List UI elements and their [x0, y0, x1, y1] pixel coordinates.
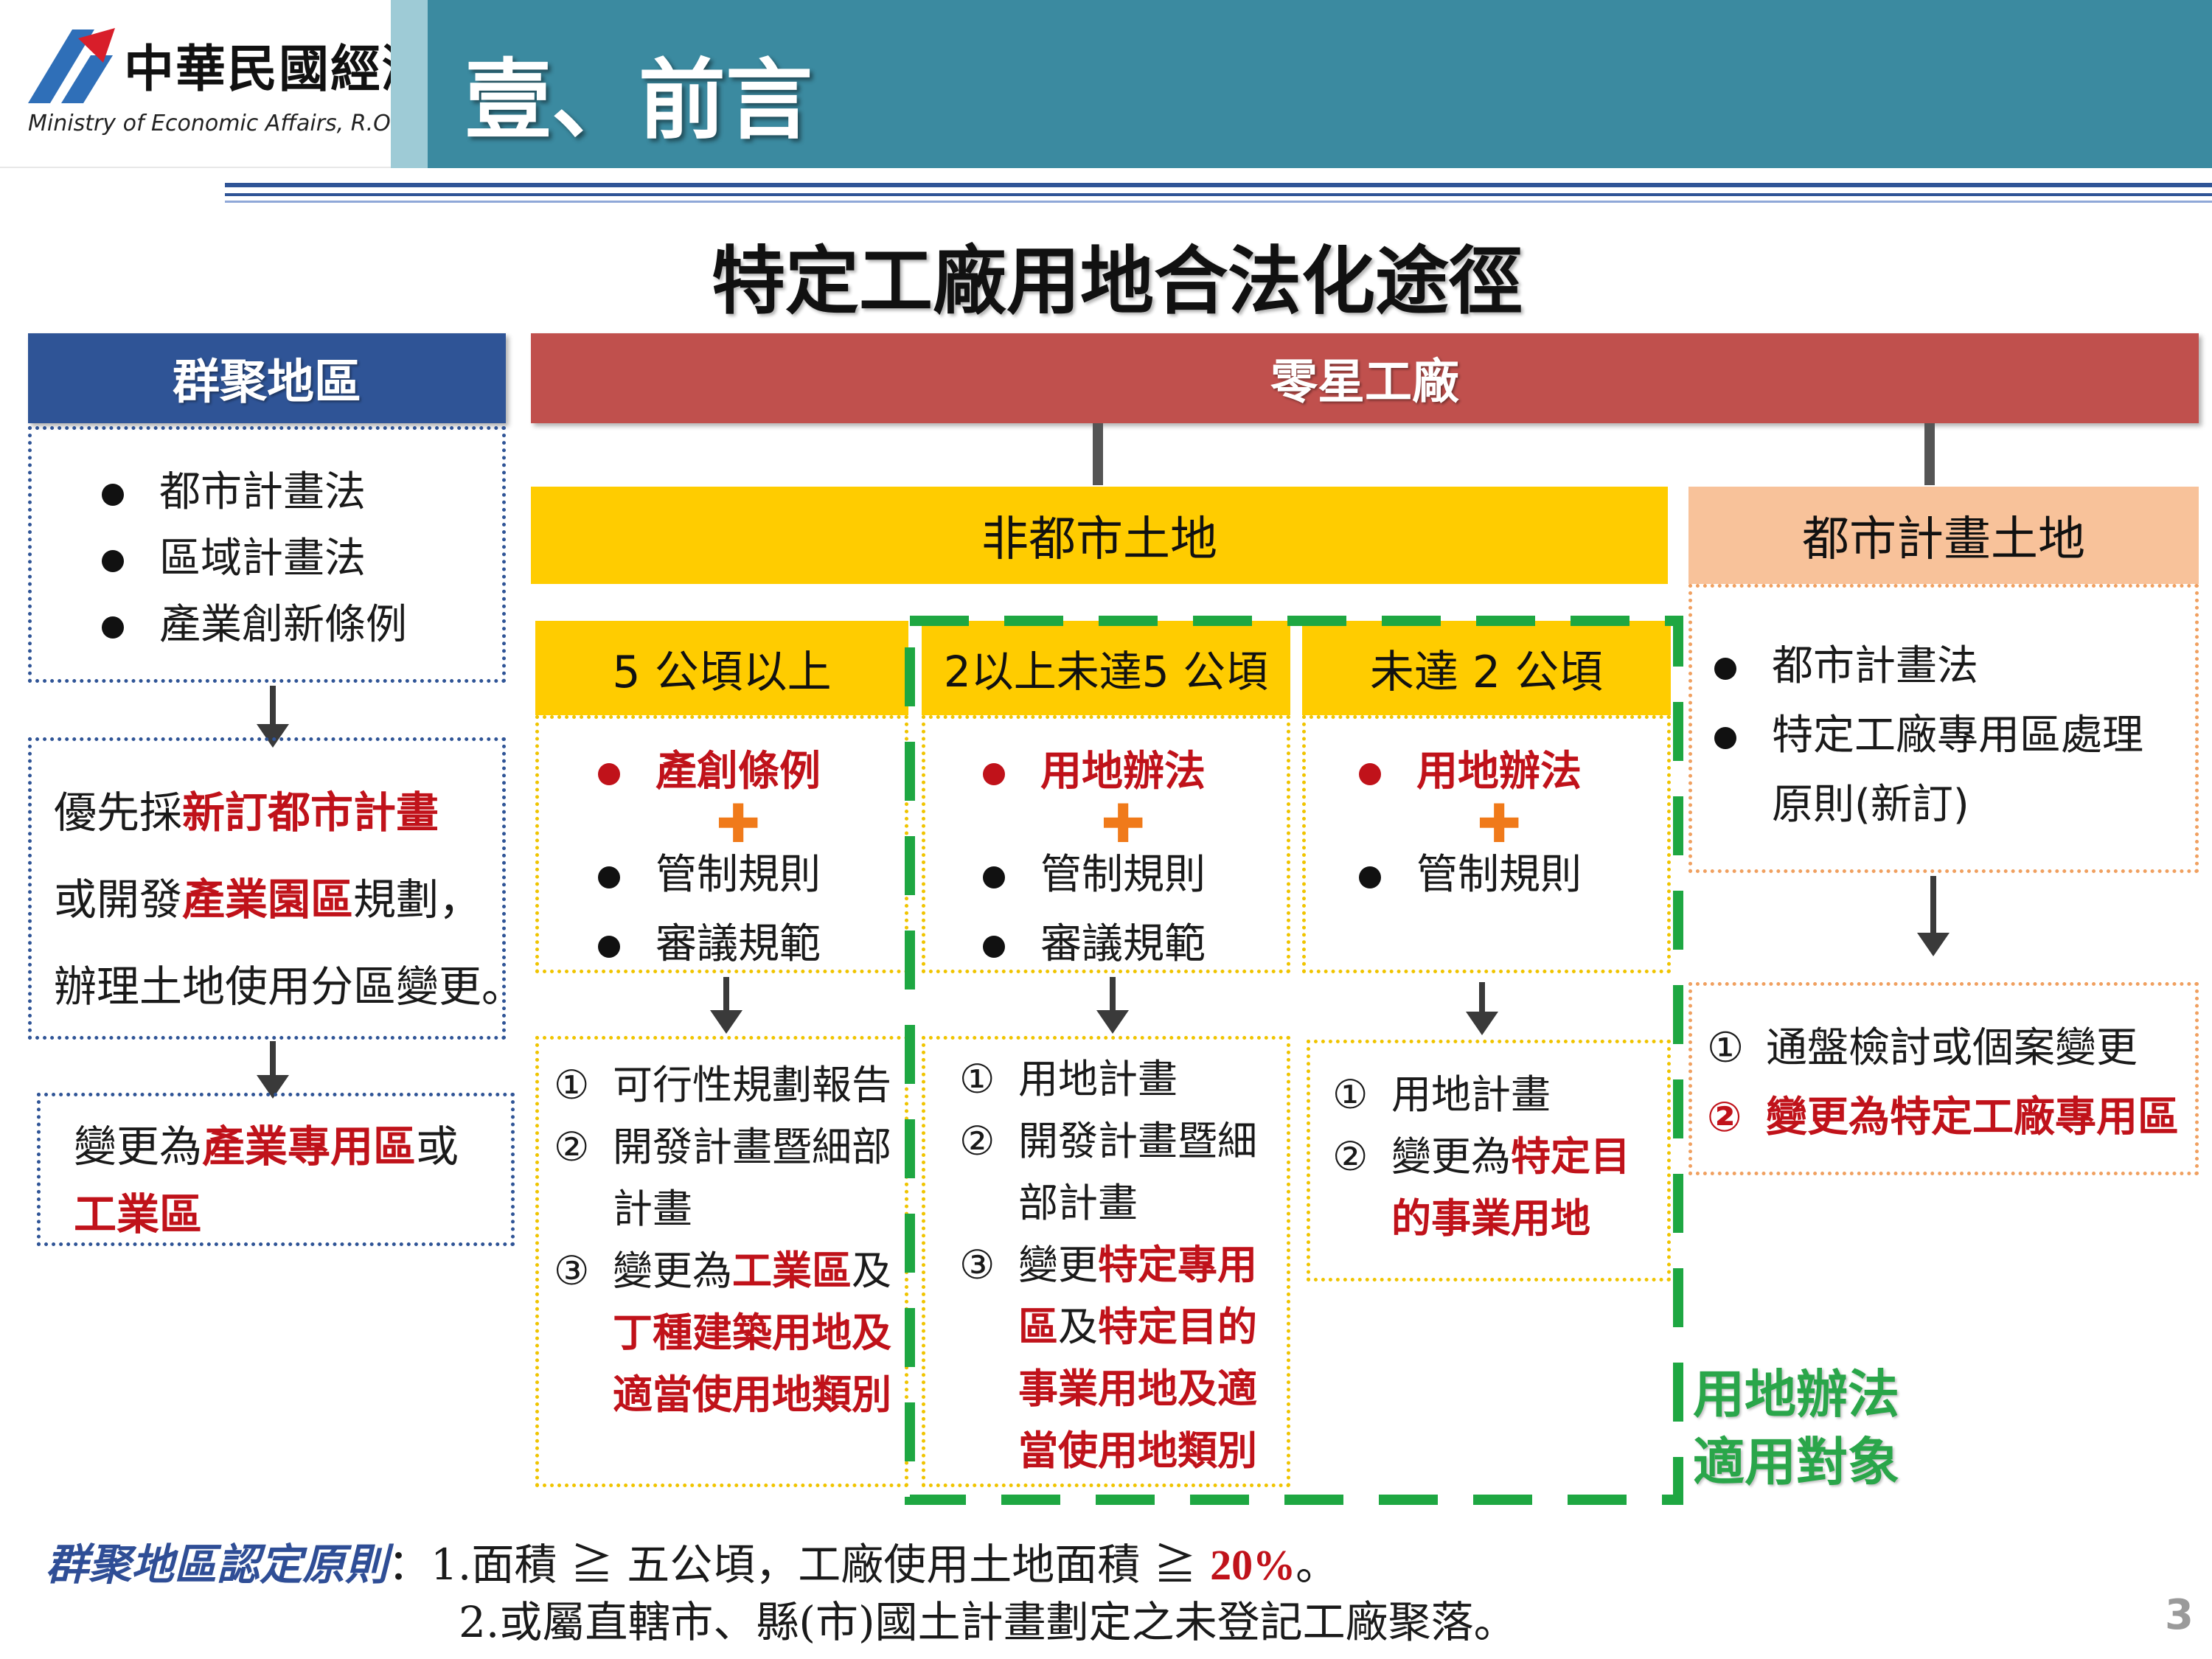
col1-header: 5 公頃以上 [535, 621, 908, 715]
col2-header: 2以上未達5 公頃 [922, 621, 1290, 715]
cluster-plan-line2: 或開發產業園區規劃， [54, 874, 482, 925]
plus-icon: ✚ [716, 793, 761, 855]
cluster-plan-line1: 優先採新訂都市計畫 [54, 787, 439, 838]
plus-icon: ✚ [1477, 793, 1522, 855]
list-item: 產創條例 [598, 741, 905, 803]
cluster-result-line2: 工業區 [74, 1189, 203, 1239]
step-item-continued: 計畫 [613, 1186, 692, 1232]
step-item-continued: 事業用地及適 [1018, 1366, 1257, 1412]
list-item: 都市計畫法 [102, 459, 502, 526]
col3-rules-box: 用地辦法 ✚ 管制規則 [1302, 715, 1671, 973]
col2-rules-box: 用地辦法 ✚ 管制規則 審議規範 [922, 715, 1290, 973]
list-item: 管制規則 [598, 844, 905, 906]
list-item: 區域計畫法 [102, 526, 502, 592]
ministry-logo-icon [28, 28, 115, 103]
list-item-continued: 原則(新訂) [1772, 781, 1969, 829]
header-divider-1 [225, 183, 2212, 187]
step-item-continued: 當使用地類別 [1018, 1427, 1257, 1474]
plus-icon: ✚ [1101, 793, 1146, 855]
step-item-continued: 的事業用地 [1391, 1195, 1590, 1242]
arrow [723, 977, 729, 1014]
step-item-continued: 部計畫 [1018, 1180, 1138, 1226]
list-item: 管制規則 [983, 844, 1287, 906]
urban-header-label: 都市計畫土地 [1802, 512, 2085, 567]
arrow [1930, 876, 1936, 935]
applicable-region-outline [905, 616, 1683, 1505]
header-bar [397, 0, 2212, 168]
scattered-header: 零星工廠 [531, 333, 2199, 423]
footer-line1: 群聚地區認定原則：1.面積 ≧ 五公頃，工廠使用土地面積 ≧ 20%。 [46, 1540, 1339, 1590]
arrow [1110, 977, 1116, 1014]
page-number: 3 [2165, 1591, 2194, 1639]
main-title: 特定工廠用地合法化途徑 [712, 238, 1523, 324]
arrow-head [710, 1010, 742, 1034]
urban-laws-box: 都市計畫法 特定工廠專用區處理 原則(新訂) [1688, 584, 2199, 873]
list-item: 用地辦法 [983, 741, 1287, 803]
arrow [1479, 982, 1485, 1015]
cluster-result-line1: 變更為產業專用區或 [74, 1121, 459, 1172]
header-light-strip [391, 0, 428, 168]
org-name-en: Ministry of Economic Affairs, R.O.C. [28, 111, 420, 136]
col1-rules-box: 產創條例 ✚ 管制規則 審議規範 [535, 715, 908, 973]
list-item: 管制規則 [1359, 844, 1667, 906]
footer-line2: 2.或屬直轄市、縣(市)國土計畫劃定之未登記工廠聚落。 [459, 1597, 1517, 1647]
cluster-result-box: 變更為產業專用區或 工業區 [37, 1093, 515, 1246]
header-divider-3 [225, 201, 2212, 203]
arrow [270, 686, 276, 726]
connector-line [1093, 423, 1103, 485]
connector-line [1924, 423, 1935, 485]
list-item: 審議規範 [983, 914, 1287, 975]
arrow-head [257, 724, 289, 748]
green-label-line2: 適用對象 [1693, 1432, 1899, 1492]
cluster-plan-line3: 辦理土地使用分區變更。 [54, 961, 525, 1012]
col2-header-label: 2以上未達5 公頃 [943, 647, 1269, 697]
section-title: 壹、前言 [465, 49, 813, 151]
list-item: 產業創新條例 [102, 592, 502, 658]
list-item: 特定工廠專用區處理 [1714, 701, 2195, 771]
list-item: 用地辦法 [1359, 741, 1667, 803]
green-label-line1: 用地辦法 [1693, 1364, 1899, 1425]
arrow-head [1917, 933, 1950, 956]
cluster-plan-box: 優先採新訂都市計畫 或開發產業園區規劃， 辦理土地使用分區變更。 [28, 737, 525, 1040]
urban-header: 都市計畫土地 [1688, 487, 2199, 584]
step-item-continued: 區及特定目的 [1018, 1304, 1257, 1350]
cluster-laws-box: 都市計畫法 區域計畫法 產業創新條例 [28, 426, 506, 683]
nonurban-header: 非都市土地 [531, 487, 1668, 584]
arrow-head [1096, 1010, 1129, 1034]
arrow-head [1466, 1012, 1498, 1035]
col3-header: 未達 2 公頃 [1302, 621, 1671, 715]
col3-header-label: 未達 2 公頃 [1369, 646, 1604, 698]
footer-label: 群聚地區認定原則 [46, 1540, 389, 1590]
cluster-header-label: 群聚地區 [173, 355, 361, 410]
list-item: 都市計畫法 [1714, 632, 2195, 701]
col1-header-label: 5 公頃以上 [612, 646, 832, 698]
step-item-continued: 丁種建築用地及 [613, 1310, 891, 1356]
list-item: 審議規範 [598, 914, 905, 975]
cluster-header: 群聚地區 [28, 333, 506, 423]
nonurban-header-label: 非都市土地 [981, 512, 1217, 567]
header-logo-panel: 中華民國經濟部 Ministry of Economic Affairs, R.… [0, 0, 484, 168]
step-item-continued: 適當使用地類別 [613, 1371, 891, 1418]
arrow [270, 1041, 276, 1078]
header-divider-2 [225, 193, 2212, 196]
scattered-header-label: 零星工廠 [1270, 355, 1459, 410]
